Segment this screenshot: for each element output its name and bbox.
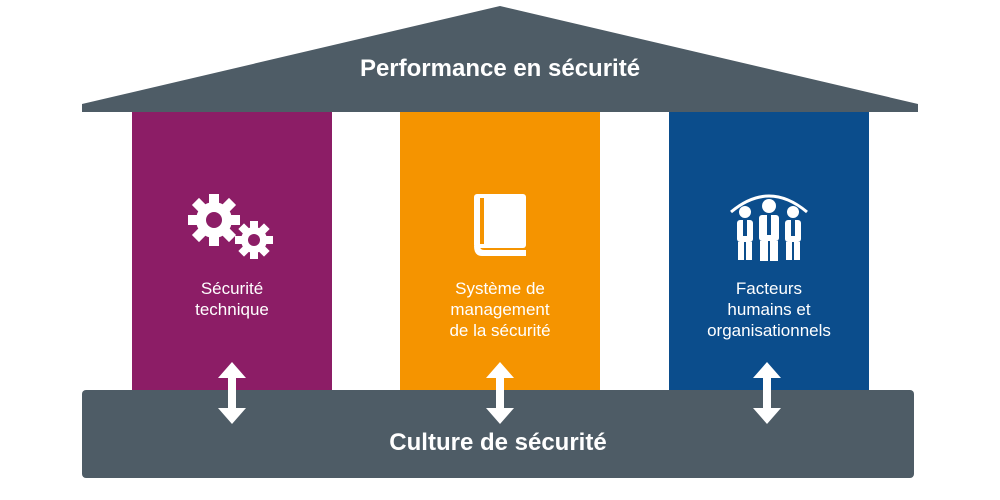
double-arrow-icon [753,362,781,424]
roof [82,6,918,112]
foundation-title: Culture de sécurité [389,429,607,456]
pillar-label: Facteurs humains et organisationnels [707,279,831,340]
pillar-technical-safety: Sécurité technique [132,112,332,394]
double-arrow-icon [486,362,514,424]
pillar-safety-management-system: Système de management de la sécurité [400,112,600,394]
pillar-label: Système de management de la sécurité [449,279,551,340]
people-icon [721,190,817,267]
gears-icon [180,190,284,267]
pillar-human-organizational-factors: Facteurs humains et organisationnels [669,112,869,394]
book-icon [462,190,538,265]
pillar-label: Sécurité technique [195,279,269,319]
double-arrow-icon [218,362,246,424]
roof-title: Performance en sécurité [359,55,641,82]
